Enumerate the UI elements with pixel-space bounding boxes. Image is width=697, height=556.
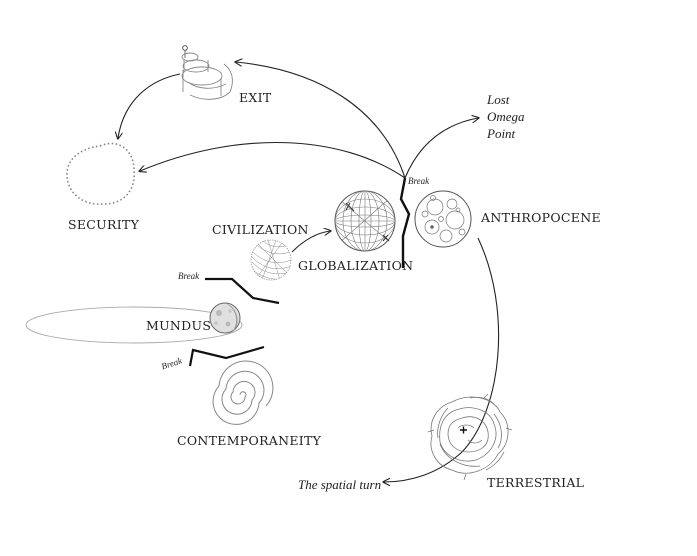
- arrow-civilization-to-globalization: [291, 231, 330, 253]
- civilization-sphere-icon: [250, 239, 292, 281]
- arrow-exit-to-security: [118, 73, 181, 138]
- label-lost-omega-3: Point: [487, 126, 516, 141]
- terrestrial-cross-marker: [460, 426, 467, 434]
- label-break-middle: Break: [178, 271, 200, 281]
- break-zigzag-lower: [188, 345, 265, 367]
- anthropocene-sphere-icon: [414, 190, 472, 248]
- exit-sketch-icon: [181, 45, 233, 100]
- label-anthropocene: ANTHROPOCENE: [481, 210, 601, 225]
- mundus-orbit-ellipse: [25, 306, 243, 344]
- label-spatial-turn: The spatial turn: [298, 477, 382, 492]
- break-zigzag-upper: [399, 177, 411, 268]
- label-civilization: CIVILIZATION: [212, 222, 309, 237]
- label-lost-omega-1: Lost: [487, 92, 510, 107]
- label-mundus: MUNDUS: [146, 318, 212, 333]
- label-security: SECURITY: [68, 217, 140, 232]
- label-globalization: GLOBALIZATION: [298, 258, 414, 273]
- arrow-anthropocene-to-spatial-turn: [384, 237, 500, 482]
- label-lost-omega-2: Omega: [487, 109, 525, 124]
- contemporaneity-spiral-icon: [212, 360, 274, 425]
- arrow-to-lost-omega-point: [404, 118, 478, 179]
- arrow-to-security: [140, 141, 406, 179]
- arrow-to-exit: [236, 62, 406, 179]
- globalization-sphere-icon: [334, 190, 396, 252]
- security-dotted-circle: [66, 142, 135, 205]
- break-zigzag-middle: [205, 277, 280, 305]
- mundus-moon-icon: [209, 302, 241, 334]
- label-break-upper: Break: [408, 176, 430, 186]
- terrestrial-sketch-icon: [427, 393, 513, 481]
- label-exit: EXIT: [239, 90, 272, 105]
- label-contemporaneity: CONTEMPORANEITY: [177, 433, 322, 448]
- label-terrestrial: TERRESTRIAL: [487, 475, 585, 490]
